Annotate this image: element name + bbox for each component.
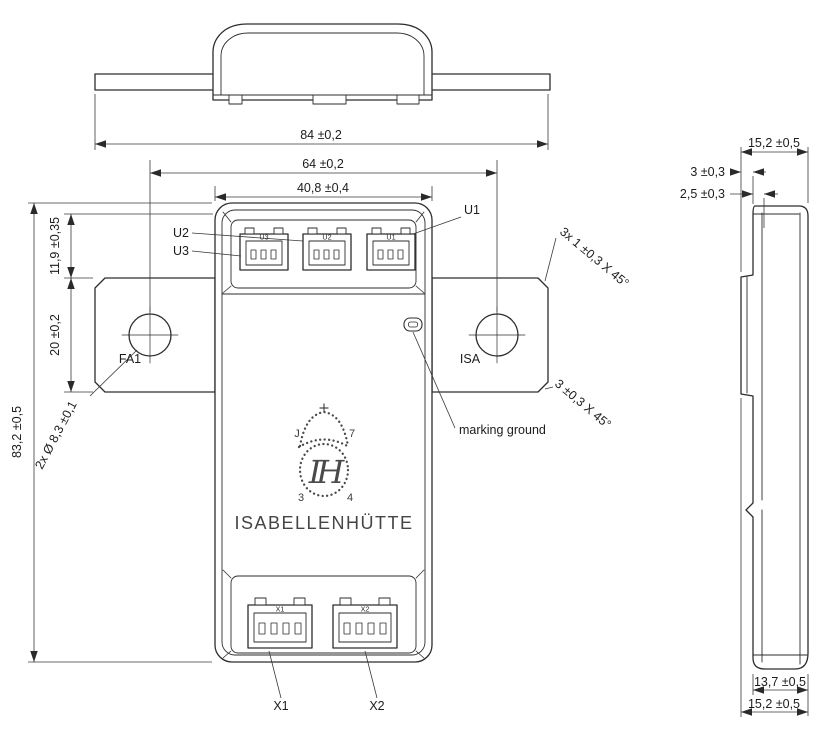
bottom-connector-recess <box>230 575 417 654</box>
label-fa1: FA1 <box>119 352 141 366</box>
connector-u3 <box>239 227 289 271</box>
dim-busbar-height: 20 ±0,2 <box>48 314 62 356</box>
dim-overall-width: 84 ±0,2 <box>300 128 342 142</box>
mold-mark-7: 7 <box>349 428 355 440</box>
dim-side-step1: 3 ±0,3 <box>690 165 725 179</box>
connector-label-u3: U3 <box>259 233 268 242</box>
front-view <box>94 202 549 663</box>
connector-x2 <box>332 597 398 649</box>
dim-side-width-inner: 13,7 ±0,5 <box>754 675 806 689</box>
marking-ground-pad <box>403 317 423 332</box>
mold-mark-4: 4 <box>347 492 353 504</box>
dim-top-width: 40,8 ±0,4 <box>297 181 349 195</box>
dimension-lines <box>28 94 809 717</box>
housing-front-view <box>214 202 433 663</box>
callout-u1: U1 <box>464 203 480 217</box>
hole-fa1 <box>121 306 179 364</box>
brand-name: ISABELLENHÜTTE <box>234 513 413 533</box>
dim-hole-distance: 64 ±0,2 <box>302 157 344 171</box>
side-view <box>740 205 809 670</box>
housing-side-view <box>740 205 809 670</box>
dim-top-height: 11,9 ±0,35 <box>48 217 62 275</box>
label-isa: ISA <box>460 352 481 366</box>
mold-mark-3: 3 <box>298 492 304 504</box>
hole-isa <box>468 306 526 364</box>
connector-label-u1: U1 <box>386 233 395 242</box>
callout-u3: U3 <box>173 244 189 258</box>
top-connector-recess <box>230 219 417 289</box>
callout-marking-ground: marking ground <box>459 423 546 437</box>
top-view <box>94 23 551 105</box>
dim-side-step2: 2,5 ±0,3 <box>680 187 725 201</box>
hole-diameter-note: 2x Ø 8,3 ±0,1 <box>32 399 80 472</box>
mold-mark-j: J <box>294 428 300 440</box>
housing-top-view <box>212 23 433 101</box>
connector-label-u2: U2 <box>322 233 331 242</box>
connector-x1 <box>247 597 313 649</box>
connector-u1 <box>366 227 416 271</box>
crown-emblem <box>297 403 351 498</box>
dim-overall-height: 83,2 ±0,5 <box>10 406 24 458</box>
chamfer-note-top: 3x 1 ±0,3 X 45° <box>557 225 632 291</box>
callout-u2: U2 <box>173 226 189 240</box>
connector-u2 <box>302 227 352 271</box>
dim-side-width-top: 15,2 ±0,5 <box>748 136 800 150</box>
chamfer-note-right: 3 ±0,3 X 45° <box>552 377 614 432</box>
dim-side-width-bottom: 15,2 ±0,5 <box>748 697 800 711</box>
connector-label-x2: X2 <box>361 605 370 614</box>
callout-x1: X1 <box>273 699 288 713</box>
connector-label-x1: X1 <box>276 605 285 614</box>
callout-x2: X2 <box>369 699 384 713</box>
